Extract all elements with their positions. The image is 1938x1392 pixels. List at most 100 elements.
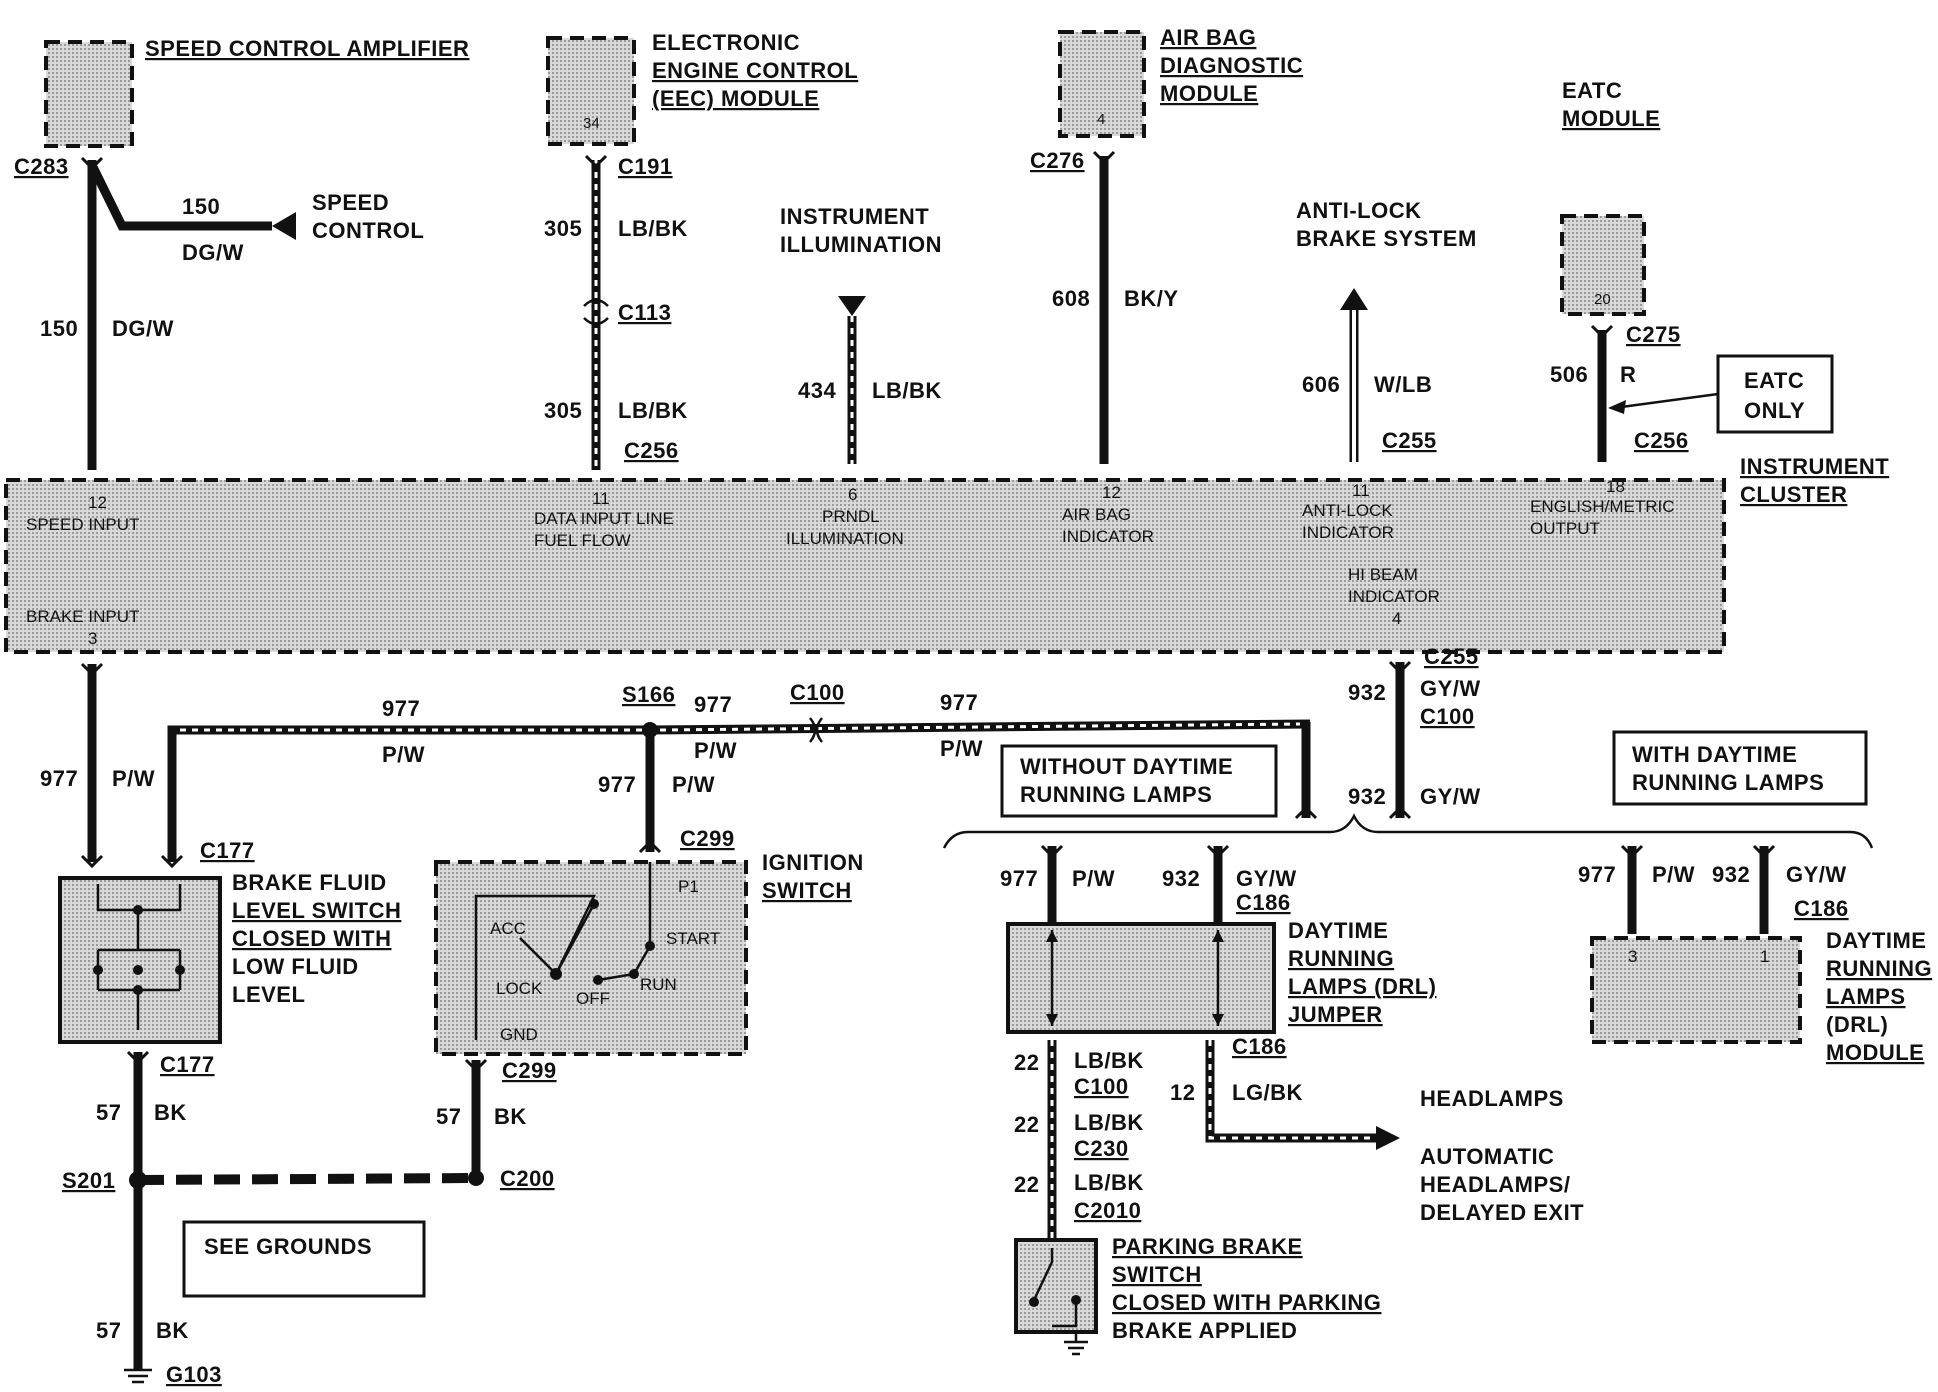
cluster-data-name-1: DATA INPUT LINE	[534, 509, 674, 528]
wire-977b-col: P/W	[382, 742, 425, 767]
wire-22b-num: 22	[1014, 1112, 1039, 1137]
wire-22c-num: 22	[1014, 1172, 1039, 1197]
wire-305a-num: 305	[544, 216, 582, 241]
connector-s201: S201	[62, 1168, 115, 1193]
connector-c283: C283	[14, 154, 69, 179]
drl-jumper-label-4: JUMPER	[1288, 1002, 1383, 1027]
wire-57c-col: BK	[156, 1318, 189, 1343]
connector-c230: C230	[1074, 1136, 1129, 1161]
wire-977d-col: P/W	[940, 736, 983, 761]
parking-brake-ground	[1064, 1330, 1088, 1356]
cluster-data-pin: 11	[592, 489, 610, 508]
connector-g103: G103	[166, 1362, 222, 1387]
eatc-module-box	[1560, 214, 1646, 316]
wire-506-col: R	[1620, 362, 1636, 387]
connector-c186a: C186	[1236, 890, 1291, 915]
cluster-eng-name-2: OUTPUT	[1530, 519, 1600, 538]
drl-module-box	[1590, 936, 1802, 1044]
wire-57a-col: BK	[154, 1100, 187, 1125]
ignition-label-2: SWITCH	[762, 878, 852, 903]
wire-977d-num: 977	[940, 690, 978, 715]
connector-c100c: C100	[1074, 1074, 1129, 1099]
ignition-p1: P1	[678, 877, 699, 896]
wire-608-col: BK/Y	[1124, 286, 1179, 311]
connector-c256a: C256	[624, 438, 679, 463]
wire-977c-col: P/W	[694, 738, 737, 763]
wire-57b-num: 57	[436, 1104, 461, 1129]
wire-12-col: LG/BK	[1232, 1080, 1303, 1105]
instrument-cluster-label-2: CLUSTER	[1740, 482, 1847, 507]
drl-module-pin3: 3	[1628, 947, 1637, 966]
drl-module-label-3: LAMPS	[1826, 984, 1906, 1009]
wire-150a-col: DG/W	[182, 240, 244, 265]
brake-fluid-switch-box	[58, 876, 222, 1044]
abs-label-1: ANTI-LOCK	[1296, 198, 1421, 223]
wire-977g-col: P/W	[1652, 862, 1695, 887]
wire-932a-num: 932	[1348, 680, 1386, 705]
connector-c177a: C177	[200, 838, 255, 863]
auto-headlamps-label-2: HEADLAMPS/	[1420, 1172, 1570, 1197]
wire-977e-num: 977	[598, 772, 636, 797]
drl-module-label-2: RUNNING	[1826, 956, 1932, 981]
air-bag-module-box	[1058, 30, 1146, 138]
without-drl-box	[1000, 744, 1278, 818]
splice-s201	[129, 1171, 147, 1189]
brake-fluid-label-3: CLOSED WITH	[232, 926, 392, 951]
cluster-brake-pin: 3	[88, 629, 97, 648]
cluster-prndl-name-1: PRNDL	[822, 507, 880, 526]
ignition-label-1: IGNITION	[762, 850, 864, 875]
with-drl-box	[1612, 730, 1868, 806]
connector-c276: C276	[1030, 148, 1085, 173]
drl-module-pin1: 1	[1760, 947, 1769, 966]
wire-932d-num: 932	[1712, 862, 1750, 887]
instrument-illumination-label-1: INSTRUMENT	[780, 204, 929, 229]
connector-s166: S166	[622, 682, 675, 707]
headlamps-arrow	[1376, 1126, 1400, 1150]
ignition-acc: ACC	[490, 919, 526, 938]
cluster-abs-name-2: INDICATOR	[1302, 523, 1394, 542]
cluster-airbag-pin: 12	[1102, 483, 1121, 502]
instrument-illumination-label-2: ILLUMINATION	[780, 232, 942, 257]
speed-control-amplifier-box	[44, 40, 134, 148]
air-bag-pin: 4	[1097, 111, 1105, 128]
eec-label-2: ENGINE CONTROL	[652, 58, 858, 83]
without-drl-label-1: WITHOUT DAYTIME	[1020, 754, 1233, 779]
cluster-eng-name-1: ENGLISH/METRIC	[1530, 497, 1675, 516]
ground-g103-icon	[124, 1368, 152, 1384]
drl-module-label-5: MODULE	[1826, 1040, 1924, 1065]
connector-c186b: C186	[1232, 1034, 1287, 1059]
auto-headlamps-label-3: DELAYED EXIT	[1420, 1200, 1584, 1225]
abs-arrow	[1340, 288, 1368, 310]
cluster-eng-pin: 18	[1606, 477, 1625, 496]
connector-c113: C113	[618, 300, 671, 325]
connector-c100a: C100	[1420, 704, 1475, 729]
wire-150a-num: 150	[182, 194, 220, 219]
speed-control-label-2: CONTROL	[312, 218, 424, 243]
wire-977f-num: 977	[1000, 866, 1038, 891]
wire-932c-col: GY/W	[1236, 866, 1297, 891]
brake-fluid-label-1: BRAKE FLUID	[232, 870, 387, 895]
wire-977a-col: P/W	[112, 766, 155, 791]
wire-932d-col: GY/W	[1786, 862, 1847, 887]
parking-brake-label-4: BRAKE APPLIED	[1112, 1318, 1297, 1343]
wire-22a-col: LB/BK	[1074, 1048, 1144, 1073]
wire-606-num: 606	[1302, 372, 1340, 397]
eatc-pin: 20	[1594, 291, 1611, 308]
connector-c191: C191	[618, 154, 673, 179]
eec-label-1: ELECTRONIC	[652, 30, 800, 55]
see-grounds-box	[182, 1220, 426, 1298]
drl-module-label-1: DAYTIME	[1826, 928, 1926, 953]
instrument-cluster-label-1: INSTRUMENT	[1740, 454, 1889, 479]
wire-977g-num: 977	[1578, 862, 1616, 887]
brake-fluid-label-5: LEVEL	[232, 982, 305, 1007]
connector-c299b: C299	[502, 1058, 557, 1083]
auto-headlamps-label-1: AUTOMATIC	[1420, 1144, 1554, 1169]
parking-brake-label-1: PARKING BRAKE	[1112, 1234, 1303, 1259]
brake-fluid-label-4: LOW FLUID	[232, 954, 359, 979]
wire-150b-col: DG/W	[112, 316, 174, 341]
connector-c200: C200	[500, 1166, 555, 1191]
with-drl-label-1: WITH DAYTIME	[1632, 742, 1797, 767]
drl-jumper-label-1: DAYTIME	[1288, 918, 1388, 943]
eatc-only-box	[1716, 354, 1834, 434]
connector-c255b: C255	[1424, 644, 1479, 669]
